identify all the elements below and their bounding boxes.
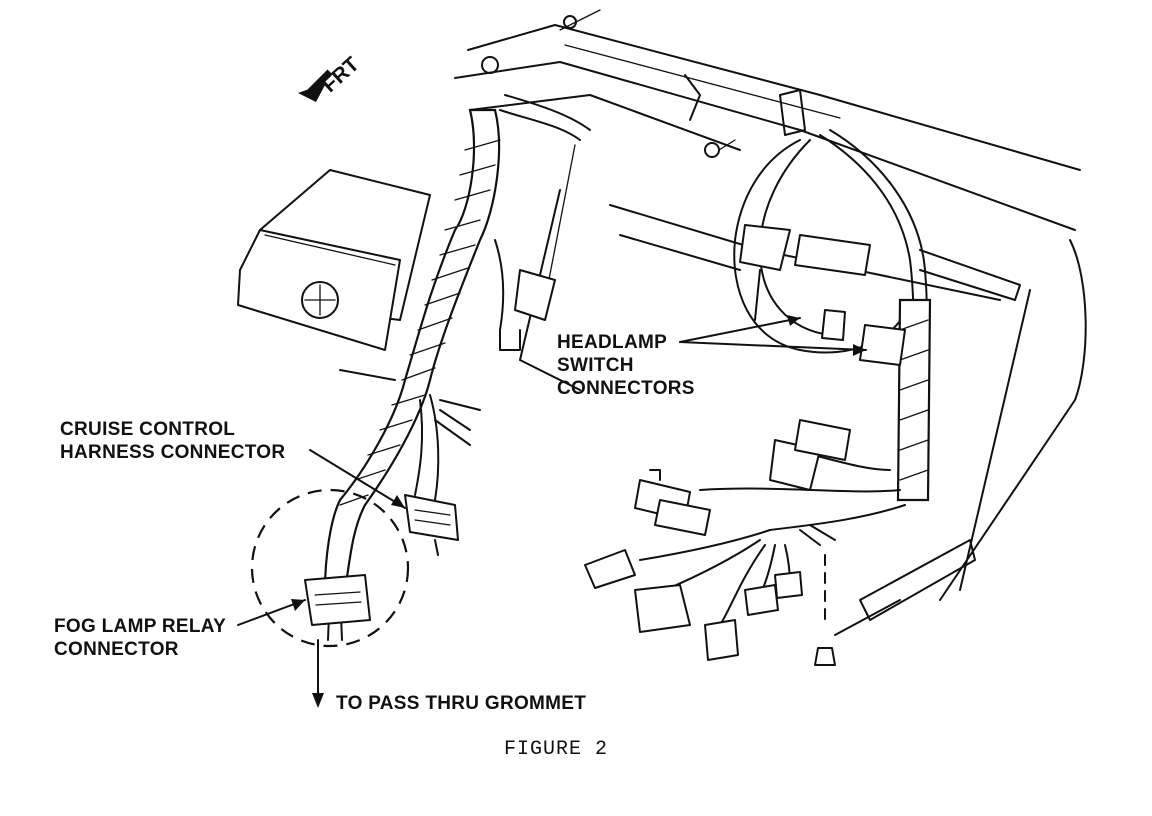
cruise-label-line1: CRUISE CONTROL (60, 419, 236, 440)
main-harness-trunk (323, 94, 591, 641)
fog-label-line1: FOG LAMP RELAY (54, 616, 227, 637)
instrument-panel-frame (454, 9, 1087, 636)
cruise-control-harness-connector-label: CRUISE CONTROL HARNESS CONNECTOR (60, 418, 285, 464)
headlamp-label-line2: SWITCH (557, 355, 634, 376)
cruise-label-line2: HARNESS CONNECTOR (60, 442, 286, 463)
headlamp-label-line1: HEADLAMP (557, 332, 668, 353)
right-harness-assembly (584, 129, 1021, 666)
headlamp-label-line3: CONNECTORS (557, 378, 695, 399)
fog-lamp-relay-connector (250, 488, 410, 648)
control-module-box (237, 169, 431, 381)
callout-leaders (237, 315, 867, 708)
figure-caption: FIGURE 2 (504, 738, 609, 761)
headlamp-switch-connectors-label: HEADLAMP SWITCH CONNECTORS (557, 331, 695, 400)
front-arrow-icon (298, 69, 333, 102)
cruise-control-connector (404, 494, 459, 556)
fog-lamp-relay-connector-label: FOG LAMP RELAY CONNECTOR (54, 615, 226, 661)
pass-thru-grommet-label: TO PASS THRU GROMMET (336, 693, 587, 714)
fog-label-line2: CONNECTOR (54, 639, 179, 660)
